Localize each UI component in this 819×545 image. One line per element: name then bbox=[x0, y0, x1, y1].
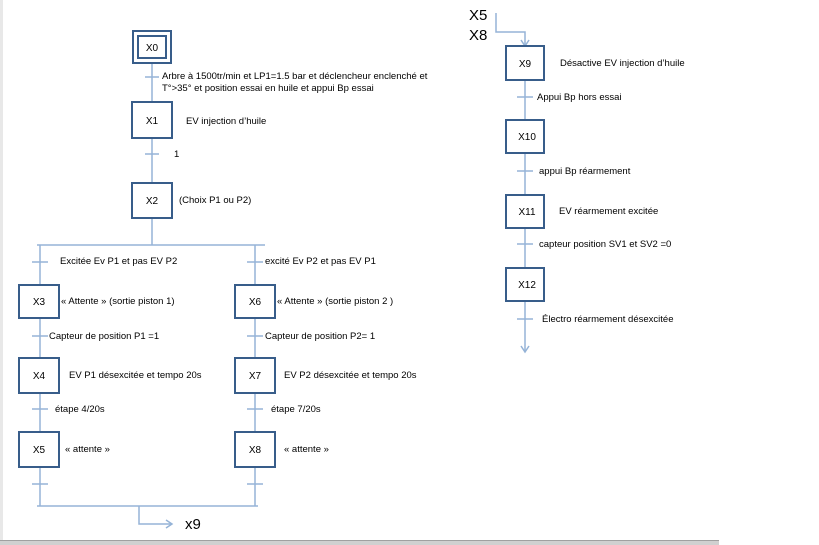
step-actions: EV injection d’huile (Choix P1 ou P2) « … bbox=[61, 58, 685, 455]
transition-x6-x7: Capteur de position P2= 1 bbox=[265, 331, 375, 342]
step-x12[interactable] bbox=[505, 267, 545, 302]
arrow-down-icon bbox=[520, 345, 530, 354]
step-label-x4: X4 bbox=[33, 371, 46, 382]
step-label-x2: X2 bbox=[146, 196, 159, 207]
link-label-from-x5: X5 bbox=[469, 7, 487, 24]
links-left bbox=[37, 63, 265, 529]
step-x7[interactable] bbox=[234, 357, 276, 394]
step-x6[interactable] bbox=[234, 284, 276, 319]
step-label-x11: X11 bbox=[518, 207, 535, 218]
step-label-x1: X1 bbox=[146, 116, 159, 127]
step-x5[interactable] bbox=[18, 431, 60, 468]
step-label-x8: X8 bbox=[249, 445, 262, 456]
step-x1[interactable] bbox=[131, 101, 173, 139]
transition-x9-x10: Appui Bp hors essai bbox=[537, 92, 622, 103]
step-label-x0: X0 bbox=[146, 43, 159, 54]
link-label-to-x9: x9 bbox=[185, 516, 201, 533]
action-x8: « attente » bbox=[284, 444, 329, 455]
action-x2: (Choix P1 ou P2) bbox=[179, 195, 251, 206]
action-x11: EV réarmement excitée bbox=[559, 206, 658, 217]
step-label-x12: X12 bbox=[518, 280, 536, 291]
transition-x0-x1-line1: Arbre à 1500tr/min et LP1=1.5 bar et déc… bbox=[162, 71, 428, 82]
step-label-x5: X5 bbox=[33, 445, 46, 456]
action-x5: « attente » bbox=[65, 444, 110, 455]
step-x8[interactable] bbox=[234, 431, 276, 468]
step-label-x10: X10 bbox=[518, 132, 536, 143]
links-right bbox=[495, 13, 530, 354]
transition-x11-x12: capteur position SV1 et SV2 =0 bbox=[539, 239, 671, 250]
transition-ticks-right bbox=[517, 96, 533, 320]
link-x5-x8-to-x9 bbox=[495, 13, 526, 46]
transition-ticks-left bbox=[32, 76, 263, 485]
action-x9: Désactive EV injection d’huile bbox=[560, 58, 685, 69]
action-x1: EV injection d’huile bbox=[186, 116, 266, 127]
window-bottom-edge bbox=[0, 540, 719, 545]
window-left-edge bbox=[0, 0, 3, 544]
step-x9[interactable] bbox=[505, 45, 545, 81]
action-x4: EV P1 désexcitée et tempo 20s bbox=[69, 370, 202, 381]
action-x6: « Attente » (sortie piston 2 ) bbox=[277, 296, 393, 307]
link-to-x9 bbox=[138, 506, 172, 525]
transition-x4-x5: étape 4/20s bbox=[55, 404, 105, 415]
step-x2[interactable] bbox=[131, 182, 173, 219]
step-x4[interactable] bbox=[18, 357, 60, 394]
step-boxes bbox=[18, 30, 545, 468]
transition-x7-x8: étape 7/20s bbox=[271, 404, 321, 415]
transition-x10-x11: appui Bp réarmement bbox=[539, 166, 631, 177]
step-label-x6: X6 bbox=[249, 297, 262, 308]
step-label-x7: X7 bbox=[249, 371, 262, 382]
step-label-x3: X3 bbox=[33, 297, 46, 308]
transition-x3-x4: Capteur de position P1 =1 bbox=[49, 331, 159, 342]
step-label-x9: X9 bbox=[519, 59, 532, 70]
link-label-from-x8: X8 bbox=[469, 27, 487, 44]
transition-x2-x6: excité Ev P2 et pas EV P1 bbox=[265, 256, 376, 267]
step-x3[interactable] bbox=[18, 284, 60, 319]
transition-conditions: Arbre à 1500tr/min et LP1=1.5 bar et déc… bbox=[49, 71, 673, 415]
step-labels: X0 X1 X2 X3 X4 X5 X6 X7 X8 X9 X10 X11 X1… bbox=[33, 43, 536, 456]
transition-x12-out: Électro réarmement désexcitée bbox=[542, 314, 673, 325]
step-x0-inner bbox=[137, 35, 167, 59]
step-x11[interactable] bbox=[505, 194, 545, 229]
step-x10[interactable] bbox=[505, 119, 545, 154]
transition-x0-x1-line2: T°>35° et position essai en huile et app… bbox=[162, 83, 374, 94]
action-x7: EV P2 désexcitée et tempo 20s bbox=[284, 370, 417, 381]
transition-x1-x2: 1 bbox=[174, 149, 179, 160]
transition-x2-x3: Excitée Ev P1 et pas EV P2 bbox=[60, 256, 177, 267]
arrow-right-icon bbox=[165, 519, 174, 529]
action-x3: « Attente » (sortie piston 1) bbox=[61, 296, 175, 307]
